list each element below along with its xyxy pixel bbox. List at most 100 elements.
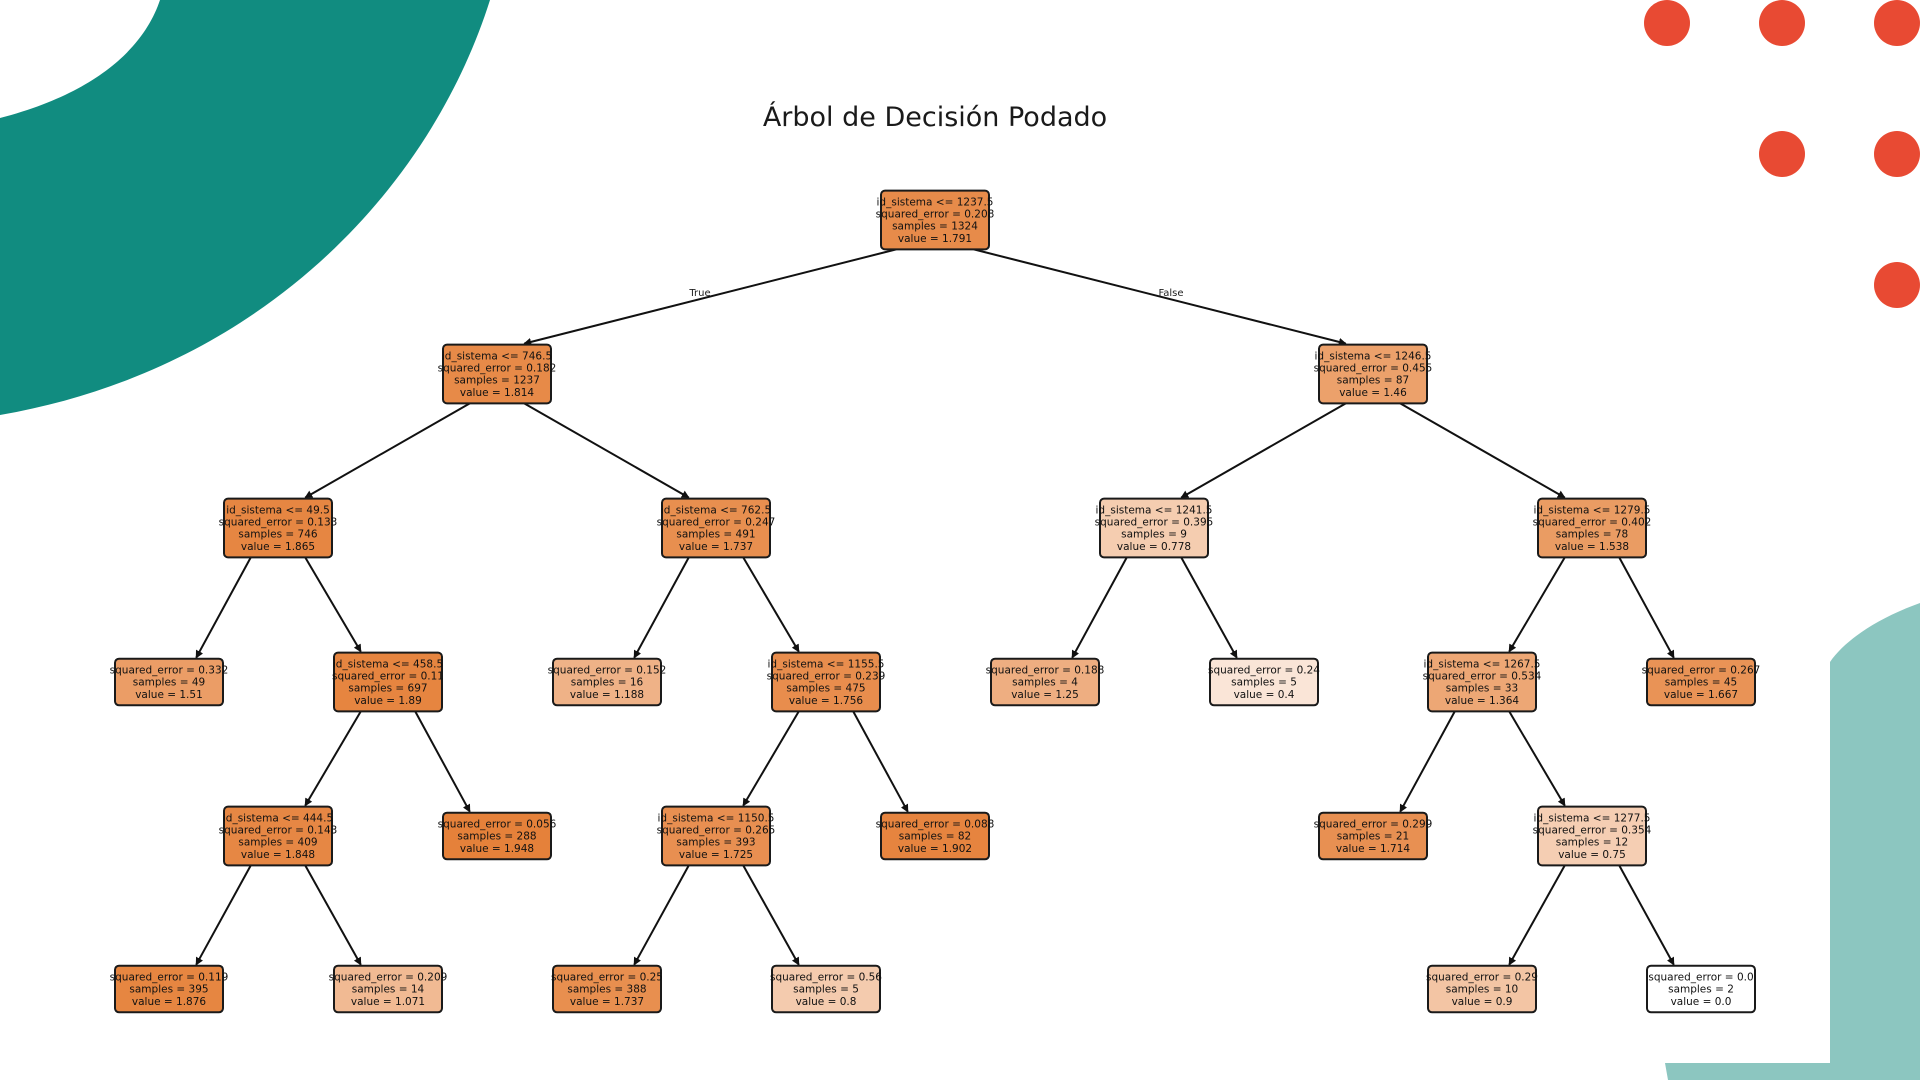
tree-node-text: squared_error = 0.402 bbox=[1533, 517, 1652, 529]
tree-node-box bbox=[1209, 657, 1319, 707]
tree-node-text: value = 0.75 bbox=[1558, 849, 1626, 861]
tree-node-text: squared_error = 0.209 bbox=[329, 971, 448, 983]
tree-node-box bbox=[1646, 657, 1756, 707]
tree-edge bbox=[633, 556, 690, 659]
tree-node-box bbox=[661, 497, 771, 559]
tree-node-text: squared_error = 0.247 bbox=[657, 517, 776, 529]
tree-edge bbox=[414, 710, 471, 813]
tree-node-box bbox=[333, 651, 443, 713]
tree-node-box bbox=[771, 964, 881, 1014]
tree-node-text: samples = 2 bbox=[1668, 984, 1734, 996]
tree-node-box bbox=[771, 651, 881, 713]
red-dots-decoration bbox=[1644, 0, 1920, 308]
tree-node-text: value = 1.876 bbox=[132, 996, 207, 1008]
tree-node-box bbox=[1427, 964, 1537, 1014]
tree-edge bbox=[1180, 556, 1238, 659]
tree-node-text: samples = 5 bbox=[1231, 677, 1297, 689]
tree-node-text: squared_error = 0.239 bbox=[767, 671, 886, 683]
tree-edge bbox=[633, 864, 690, 966]
red-dot bbox=[1644, 0, 1690, 46]
tree-node-text: squared_error = 0.29 bbox=[1426, 971, 1538, 983]
tree-node-text: value = 1.071 bbox=[351, 996, 425, 1008]
red-dot bbox=[1874, 131, 1920, 177]
tree-node-box bbox=[1537, 805, 1647, 867]
tree-node-text: value = 1.814 bbox=[460, 387, 535, 399]
chart-title: Árbol de Decisión Podado bbox=[762, 102, 1108, 133]
tree-node-text: squared_error = 0.265 bbox=[657, 825, 776, 837]
tree-node-text: id_sistema <= 746.5 bbox=[442, 350, 552, 362]
tree-node-text: value = 1.51 bbox=[135, 689, 203, 701]
tree-node-text: samples = 10 bbox=[1446, 984, 1518, 996]
tree-node-text: squared_error = 0.133 bbox=[219, 517, 338, 529]
tree-node-text: squared_error = 0.24 bbox=[1208, 664, 1320, 676]
tree-edge bbox=[304, 864, 362, 966]
red-dot bbox=[1874, 0, 1920, 46]
tree-edge bbox=[973, 248, 1347, 346]
tree-node-text: id_sistema <= 762.5 bbox=[661, 504, 771, 516]
tree-node-text: samples = 16 bbox=[571, 677, 644, 689]
tree-node-text: id_sistema <= 49.5 bbox=[226, 504, 330, 516]
tree-node-text: squared_error = 0.332 bbox=[110, 664, 229, 676]
tree-node-text: value = 1.714 bbox=[1336, 843, 1411, 855]
tree-node-text: samples = 78 bbox=[1556, 529, 1628, 541]
tree-node-text: value = 1.756 bbox=[789, 695, 864, 707]
tree-node-text: squared_error = 0.299 bbox=[1314, 818, 1433, 830]
tree-node-text: samples = 87 bbox=[1337, 375, 1409, 387]
tree-edge bbox=[1399, 710, 1456, 813]
tree-node-text: value = 0.8 bbox=[796, 996, 857, 1008]
tree-node-box bbox=[552, 964, 662, 1014]
tree-node-box bbox=[223, 805, 333, 867]
tree-node-text: samples = 5 bbox=[793, 984, 859, 996]
tree-node-text: samples = 393 bbox=[676, 837, 755, 849]
tree-node-box bbox=[1318, 343, 1428, 405]
light-teal-corner-shape bbox=[1665, 603, 1920, 1080]
teal-arc-shape bbox=[0, 0, 490, 415]
tree-edge bbox=[742, 710, 800, 807]
tree-node-box bbox=[661, 805, 771, 867]
tree-node-text: samples = 21 bbox=[1337, 831, 1409, 843]
tree-node-box bbox=[1099, 497, 1209, 559]
tree-node-text: id_sistema <= 444.5 bbox=[223, 812, 333, 824]
tree-node-box bbox=[442, 343, 552, 405]
edge-label-false: False bbox=[1158, 288, 1183, 299]
tree-edge bbox=[304, 710, 362, 807]
tree-edge bbox=[523, 248, 897, 346]
tree-node-text: samples = 14 bbox=[352, 984, 425, 996]
tree-node-text: value = 1.25 bbox=[1011, 689, 1079, 701]
tree-edge bbox=[1180, 402, 1347, 499]
tree-node-text: id_sistema <= 1150.5 bbox=[658, 812, 775, 824]
tree-node-box bbox=[114, 657, 224, 707]
tree-node-text: id_sistema <= 1277.5 bbox=[1534, 812, 1651, 824]
tree-node-text: squared_error = 0.182 bbox=[438, 363, 557, 375]
tree-node-text: samples = 4 bbox=[1012, 677, 1078, 689]
tree-node-text: samples = 475 bbox=[786, 683, 865, 695]
tree-node-text: id_sistema <= 1155.5 bbox=[768, 658, 885, 670]
tree-edge bbox=[852, 710, 909, 813]
tree-node-text: squared_error = 0.152 bbox=[548, 664, 667, 676]
tree-node-text: samples = 288 bbox=[457, 831, 536, 843]
tree-node-text: squared_error = 0.119 bbox=[110, 971, 229, 983]
tree-node-text: squared_error = 0.11 bbox=[332, 671, 444, 683]
tree-node-box bbox=[1427, 651, 1537, 713]
tree-node-text: samples = 33 bbox=[1446, 683, 1518, 695]
tree-node-text: squared_error = 0.208 bbox=[876, 209, 995, 221]
tree-node-text: samples = 49 bbox=[133, 677, 205, 689]
tree-node-text: samples = 491 bbox=[676, 529, 755, 541]
tree-node-text: value = 1.848 bbox=[241, 849, 315, 861]
tree-node-box bbox=[552, 657, 662, 707]
tree-node-text: samples = 9 bbox=[1121, 529, 1187, 541]
tree-node-box bbox=[1646, 964, 1756, 1014]
